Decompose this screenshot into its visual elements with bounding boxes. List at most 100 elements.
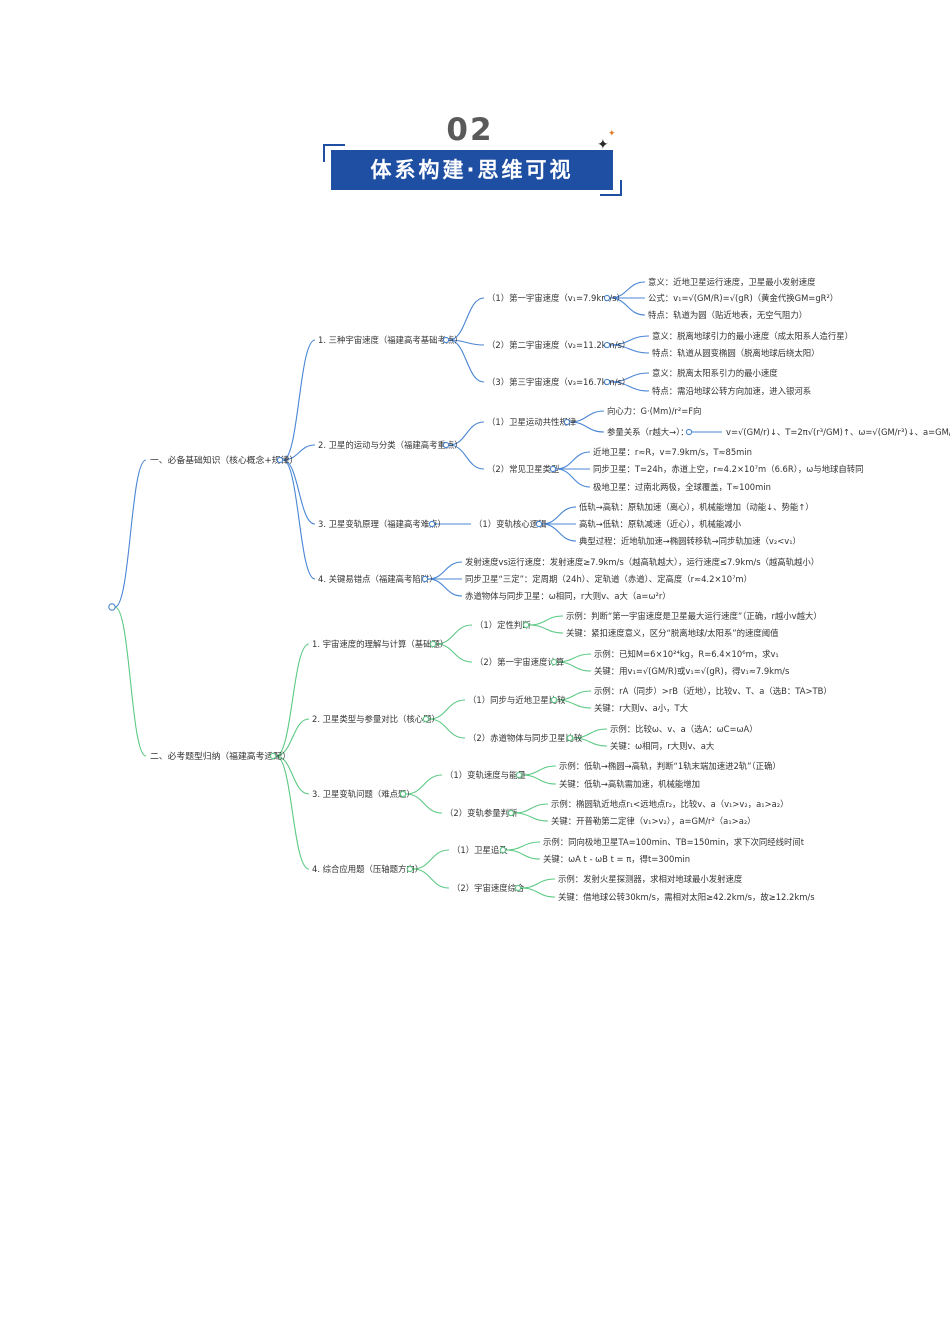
section-velocity-calc: 1. 宇宙速度的理解与计算（基础题）: [312, 639, 448, 649]
connector-line: [528, 615, 564, 626]
connector-line: [556, 699, 592, 709]
connector-line: [505, 841, 541, 851]
connector-line: [428, 718, 466, 739]
connector-line: [282, 459, 316, 525]
leaf-item: 公式：v₁=√(GM/R)=√(gR)（黄金代换GM=gR²）: [648, 293, 838, 303]
node-knob-icon: [535, 520, 543, 528]
qualitative-judgement: （1）定性判断: [475, 620, 531, 630]
connector-line: [435, 643, 473, 663]
connector-line: [275, 643, 310, 757]
connector-line: [556, 661, 592, 672]
node-knob-icon: [108, 603, 116, 611]
node-knob-icon: [549, 465, 557, 473]
leaf-item: 意义：近地卫星运行速度，卫星最小发射速度: [648, 277, 816, 287]
leaf-item: 关键：借地球公转30km/s，需相对太阳≥42.2km/s，故≥12.2km/s: [558, 892, 815, 902]
connector-line: [541, 523, 577, 542]
section-comprehensive: 4. 综合应用题（压轴题方向）: [312, 864, 423, 874]
node-knob-icon: [429, 640, 437, 648]
leaf-item: 低轨→高轨：原轨加速（离心），机械能增加（动能↓、势能↑）: [579, 502, 814, 512]
node-knob-icon: [514, 884, 522, 892]
section-common-mistakes: 4. 关键易错点（福建高考陷阱）: [318, 574, 438, 584]
section-cosmic-velocities: 1. 三种宇宙速度（福建高考基础考点）: [318, 335, 463, 345]
connector-line: [520, 887, 556, 898]
sparkle-small-icon: ✦: [608, 129, 616, 139]
node-knob-icon: [566, 734, 574, 742]
node-knob-icon: [422, 715, 430, 723]
node-knob-icon: [685, 428, 693, 436]
node-knob-icon: [603, 378, 611, 386]
connector-line: [521, 765, 557, 776]
leaf-item: 示例：同向极地卫星TA=100min、TB=150min，求下次同经线时间t: [543, 837, 805, 847]
node-knob-icon: [507, 809, 515, 817]
leaf-item: 关键：ω相同，r大则v、a大: [610, 741, 715, 751]
node-knob-icon: [603, 294, 611, 302]
leaf-item: 关键：低轨→高轨需加速，机械能增加: [559, 779, 700, 789]
third-cosmic-velocity: （3）第三宇宙速度（v₃=16.7km/s）: [487, 377, 630, 387]
mistake-item: 赤道物体与同步卫星：ω相同，r大则v、a大（a=ω²r）: [465, 591, 671, 601]
first-velocity-calc: （2）第一宇宙速度计算: [475, 657, 564, 667]
connector-line: [609, 344, 650, 354]
leaf-item: 特点：需沿地球公转方向加速，进入银河系: [652, 386, 811, 396]
leaf-item: 示例：rA（同步）>rB（近地），比较v、T、a（选B：TA>TB）: [594, 686, 832, 696]
section-number: 02: [446, 112, 494, 148]
banner-title: 体系构建·思维可视: [370, 158, 574, 182]
connector-line: [609, 381, 650, 392]
first-cosmic-velocity: （1）第一宇宙速度（v₁=7.9km/s）: [487, 293, 625, 303]
node-knob-icon: [428, 520, 436, 528]
node-knob-icon: [406, 865, 414, 873]
connector-line: [282, 444, 316, 461]
satellite-types: （2）常见卫星类型: [487, 464, 559, 474]
connector-line: [448, 297, 485, 341]
connector-line: [435, 624, 473, 645]
node-knob-icon: [442, 441, 450, 449]
connector-line: [428, 699, 466, 720]
leaf-item: 示例：比较ω、v、a（选A：ωC=ωA）: [610, 724, 758, 734]
branch-exam-types: 二、必考题型归纳（福建高考适配）: [150, 750, 291, 762]
connector-line: [521, 774, 557, 785]
connector-line: [528, 624, 564, 634]
connector-line: [448, 339, 485, 346]
leaf-item: 关键：紧扣速度意义，区分“脱离地球/太阳系”的速度阈值: [566, 628, 779, 638]
connector-line: [555, 468, 591, 488]
leaf-item: 关键：ωA t - ωB t = π，得t=300min: [543, 854, 690, 864]
node-knob-icon: [442, 336, 450, 344]
branch-basic-knowledge: 一、必备基础知识（核心概念+规律）: [150, 454, 298, 466]
node-knob-icon: [499, 846, 507, 854]
mind-map-edges: [114, 281, 722, 898]
equator-vs-sync: （2）赤道物体与同步卫星比较: [468, 733, 583, 743]
leaf-item: 意义：脱离地球引力的最小速度（成太阳系人造行星）: [652, 331, 853, 341]
mistake-item: 发射速度vs运行速度：发射速度≥7.9km/s（越高轨越大），运行速度≤7.9k…: [465, 557, 819, 567]
leaf-item: 近地卫星：r≈R，v=7.9km/s，T≈85min: [593, 447, 752, 457]
second-cosmic-velocity: （2）第二宇宙速度（v₂=11.2km/s）: [487, 340, 630, 350]
connector-line: [114, 459, 147, 608]
banner-frame-top-left: [323, 144, 345, 162]
leaf-item: 示例：判断“第一宇宙速度是卫星最大运行速度”（正确，r越小v越大）: [566, 611, 822, 621]
leaf-item: 同步卫星：T=24h，赤道上空，r≈4.2×10⁷m（6.6R），ω与地球自转同: [593, 464, 864, 474]
sync-vs-near-earth: （1）同步与近地卫星比较: [468, 695, 566, 705]
node-knob-icon: [269, 752, 277, 760]
connector-line: [275, 755, 310, 795]
leaf-item: 关键：r大则v、a小，T大: [594, 703, 689, 713]
connector-line: [448, 421, 485, 446]
connector-line: [282, 339, 316, 461]
connector-line: [541, 506, 577, 525]
section-satellite-motion: 2. 卫星的运动与分类（福建高考重点）: [318, 440, 463, 450]
connector-line: [513, 812, 549, 822]
node-knob-icon: [515, 771, 523, 779]
node-knob-icon: [276, 456, 284, 464]
connector-line: [448, 444, 485, 470]
connector-line: [609, 297, 646, 316]
leaf-item: 参量关系（r越大→）：: [607, 427, 689, 437]
parameter-relation: v=√(GM/r)↓、T=2π√(r³/GM)↑、ω=√(GM/r³)↓、a=G…: [726, 427, 950, 437]
connector-line: [520, 878, 556, 889]
node-knob-icon: [550, 696, 558, 704]
title-banner: 体系构建·思维可视: [331, 150, 613, 190]
satellite-motion-law: （1）卫星运动共性规律: [487, 417, 577, 427]
leaf-item: 典型过程：近地轨加速→椭圆转移轨→同步轨加速（v₂<v₁）: [579, 536, 801, 546]
node-knob-icon: [563, 418, 571, 426]
leaf-item: 关键：用v₁=√(GM/R)或v₁=√(gR)，得v₁≈7.9km/s: [594, 666, 789, 676]
leaf-item: 意义：脱离太阳系引力的最小速度: [652, 368, 778, 378]
connector-line: [405, 774, 443, 795]
connector-line: [275, 718, 310, 757]
orbit-change-logic: （1）变轨核心逻辑: [474, 519, 547, 529]
